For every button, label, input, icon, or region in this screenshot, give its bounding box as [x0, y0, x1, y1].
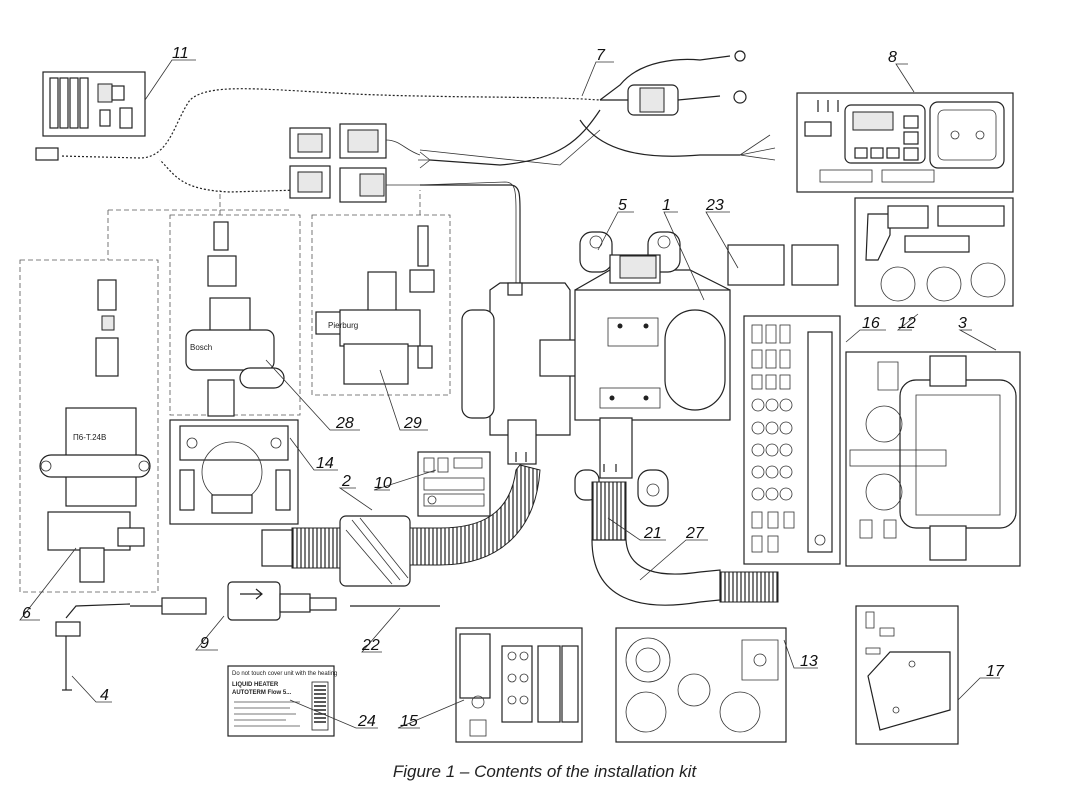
callout-29: 29 — [403, 415, 422, 432]
part-4-fuel-intake — [55, 603, 131, 691]
callout-14: 14 — [316, 455, 334, 472]
callout-7: 7 — [596, 47, 606, 64]
part-21-air-intake-hose — [591, 481, 627, 541]
callout-8: 8 — [888, 49, 897, 66]
callout-1: 1 — [662, 197, 671, 214]
callout-12: 12 — [898, 315, 916, 332]
part-17-bracket — [855, 605, 959, 745]
pump29-brand: Pierburg — [328, 321, 358, 330]
part-15-terminal-kit — [455, 627, 583, 743]
part-14-bracket-kit — [169, 419, 299, 525]
part-24-nameplate: Do not touch cover unit with the heating… — [227, 665, 337, 737]
callout-5: 5 — [618, 197, 627, 214]
part-28-bosch-pump: Bosch — [169, 214, 301, 417]
figure-caption: Figure 1 – Contents of the installation … — [392, 762, 697, 781]
callout-11: 11 — [172, 45, 189, 62]
callout-21: 21 — [643, 525, 662, 542]
callout-leaders — [19, 59, 1000, 729]
part-3-tank-kit — [845, 351, 1021, 567]
callout-2: 2 — [341, 473, 351, 490]
nameplate-title1: LIQUID HEATER — [232, 682, 279, 688]
callout-numbers: 11 7 8 5 1 23 16 12 3 28 29 14 2 10 21 2… — [22, 45, 1005, 730]
part-29-pierburg-pump: Pierburg — [311, 214, 451, 396]
part-27-air-intake-pipe — [591, 539, 779, 606]
connection-dashes — [107, 190, 421, 260]
callout-16: 16 — [862, 315, 880, 332]
part-9-fuel-pump — [130, 581, 337, 621]
callout-3: 3 — [958, 315, 967, 332]
part-10-small-parts — [417, 451, 491, 517]
callout-15: 15 — [400, 713, 418, 730]
pump6-marking: П6-Т.24В — [73, 433, 106, 442]
callout-10: 10 — [374, 475, 392, 492]
part-23-pipe — [727, 244, 839, 286]
part-1-heater — [461, 231, 731, 507]
callout-28: 28 — [335, 415, 354, 432]
nameplate-header: Do not touch cover unit with the heating — [232, 671, 337, 677]
nameplate-title2: AUTOTERM Flow 5... — [232, 690, 292, 696]
wiring-harness — [35, 50, 776, 290]
part-11-connector-kit — [42, 71, 146, 137]
part-13-clamp-kit — [615, 627, 787, 743]
part-6-circulation-pump: П6-Т.24В — [19, 259, 159, 593]
callout-9: 9 — [200, 635, 209, 652]
pump28-brand: Bosch — [190, 343, 212, 352]
callout-17: 17 — [986, 663, 1005, 680]
part-16-fastener-kit — [743, 315, 841, 565]
callout-23: 23 — [705, 197, 724, 214]
callout-13: 13 — [800, 653, 818, 670]
callout-4: 4 — [100, 687, 109, 704]
part-12-clamps-fittings — [854, 197, 1014, 307]
callout-6: 6 — [22, 605, 31, 622]
callout-24: 24 — [357, 713, 376, 730]
part-8-control-panel — [796, 92, 1014, 193]
callout-22: 22 — [361, 637, 380, 654]
part-2-exhaust-pipe — [261, 464, 541, 587]
callout-27: 27 — [685, 525, 705, 542]
